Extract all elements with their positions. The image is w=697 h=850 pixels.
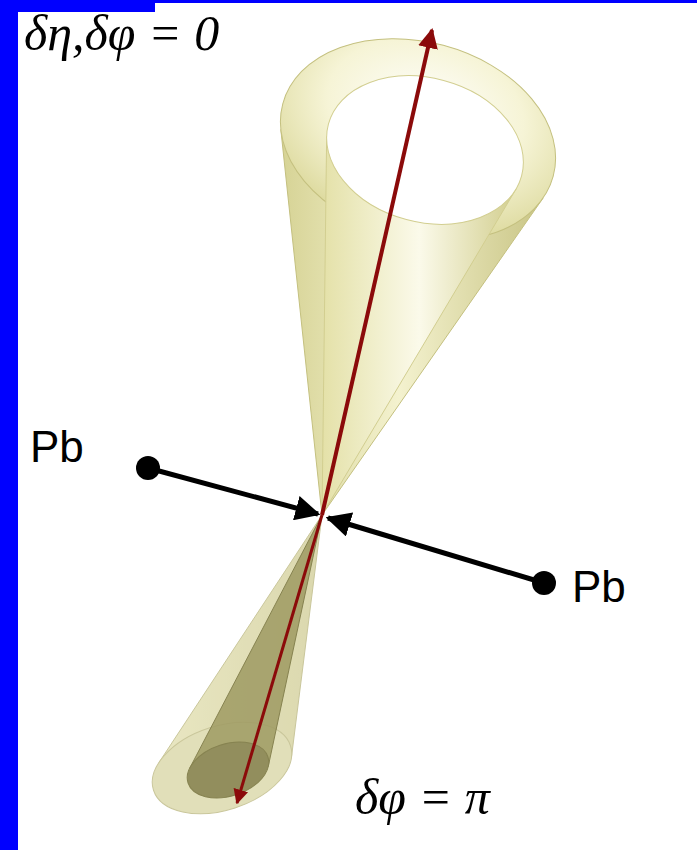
jet-cones (141, 9, 579, 830)
jet-axes (237, 30, 432, 803)
beam-arrow (328, 518, 544, 583)
beam-arrows (136, 456, 556, 595)
frame-strip (0, 0, 18, 850)
nucleus-dot (532, 571, 556, 595)
cone-rim (310, 55, 540, 246)
cone-rim (180, 732, 276, 807)
angle-label: δφ = π (355, 772, 490, 822)
cone (257, 9, 578, 515)
cone (180, 515, 322, 808)
beam-arrow (148, 468, 318, 514)
frame-line (0, 0, 697, 3)
cone (141, 515, 322, 830)
nucleus-dot (136, 456, 160, 480)
cone (310, 55, 540, 515)
angle-label: δη,δφ = 0 (24, 8, 219, 58)
cone-body (190, 515, 322, 768)
nucleus-label: Pb (572, 565, 626, 609)
jet-axis (237, 515, 322, 803)
jet-axis (322, 30, 432, 515)
nucleus-label: Pb (30, 425, 84, 469)
